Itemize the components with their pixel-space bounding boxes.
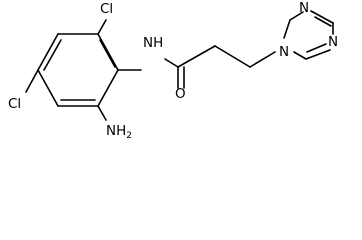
atom-cl-left: Cl bbox=[8, 96, 21, 112]
triazole-ring bbox=[283, 10, 334, 60]
atom-nh: NH bbox=[143, 35, 163, 51]
ring-double-bond bbox=[99, 39, 116, 68]
ring-double-bond bbox=[43, 39, 62, 71]
triazole-bond bbox=[283, 19, 291, 39]
bond-c-cl-left bbox=[25, 69, 39, 93]
benzene-ring bbox=[37, 33, 119, 107]
atom-n-right: N bbox=[328, 34, 338, 50]
ring-bond bbox=[97, 33, 119, 71]
atom-nh2-main: NH bbox=[106, 123, 126, 139]
molecule-diagram: Cl NH O N N N Cl NH2 bbox=[8, 0, 338, 141]
atom-cl-top: Cl bbox=[100, 1, 113, 17]
ring-bond bbox=[37, 33, 59, 71]
bond-c-nh2 bbox=[97, 105, 107, 121]
atom-nh2-subscript: 2 bbox=[126, 131, 132, 141]
bond-carbonyl-ch2 bbox=[177, 45, 216, 68]
bond-ch2-ch2 bbox=[214, 45, 251, 68]
triazole-bond bbox=[293, 51, 307, 60]
triazole-double-bond bbox=[314, 16, 332, 27]
triazole-bond bbox=[310, 10, 334, 24]
triazole-double-bond bbox=[306, 43, 327, 53]
bond-nh-carbonyl bbox=[164, 58, 179, 68]
bond-ch2-ring-n bbox=[249, 51, 276, 68]
triazole-bond bbox=[305, 49, 331, 60]
triazole-bond bbox=[289, 11, 304, 21]
ring-bond bbox=[97, 69, 119, 107]
atom-n-attach: N bbox=[279, 44, 289, 60]
bond-c-cl-top bbox=[97, 19, 107, 35]
atom-o: O bbox=[175, 86, 186, 102]
atom-nh2: NH2 bbox=[106, 123, 132, 141]
ring-bond bbox=[37, 69, 59, 107]
atom-n-top: N bbox=[299, 0, 309, 16]
